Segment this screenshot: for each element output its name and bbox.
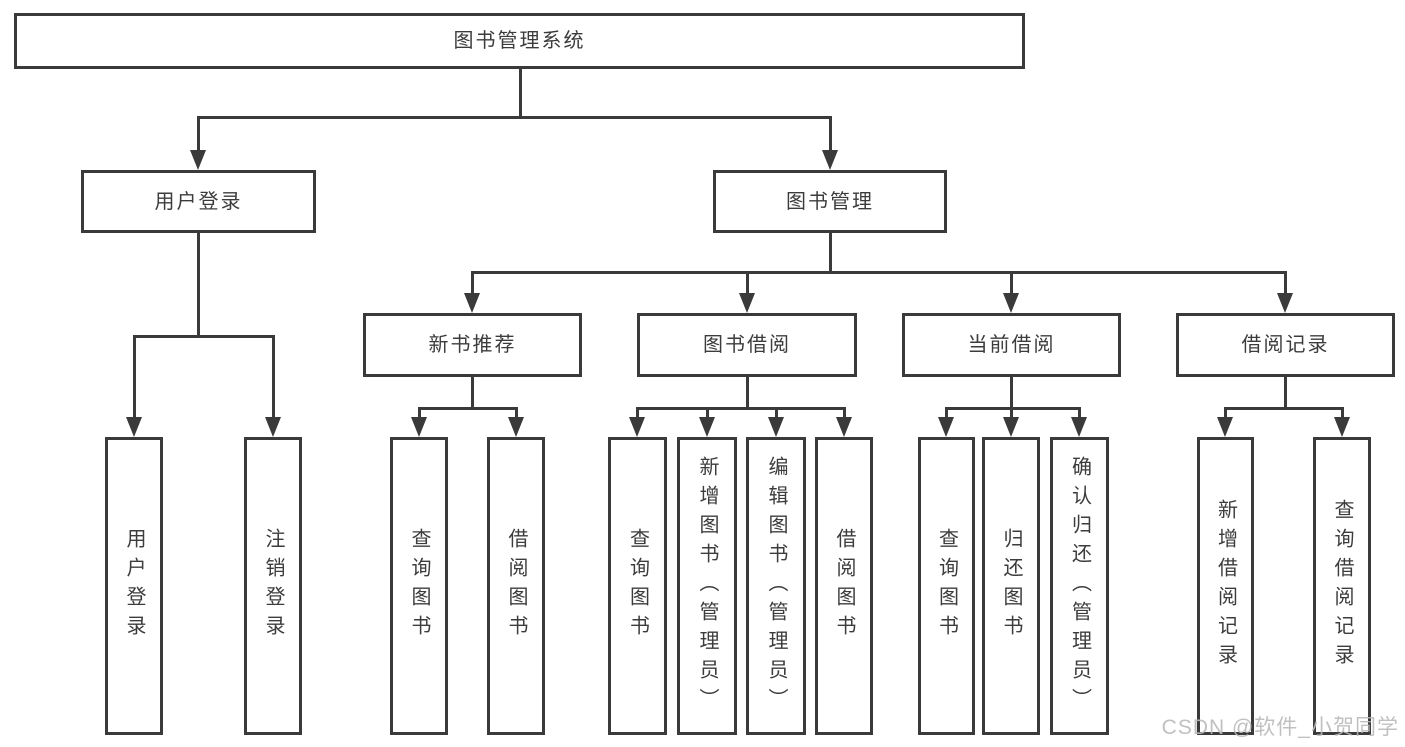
connector-bar-book-borrow xyxy=(635,406,846,410)
arrow-down-icon xyxy=(629,417,645,437)
connector-branch-current-borrow-0 xyxy=(944,408,948,422)
node-label-query-borrow-record: 查询借阅记录 xyxy=(1331,499,1353,673)
arrow-down-icon xyxy=(938,417,954,437)
connector-bar-current-borrow xyxy=(944,406,1081,410)
connector-branch-book-borrow-3 xyxy=(842,408,846,422)
connector-branch-login-group-1 xyxy=(271,336,275,422)
node-label-query-books-borrow: 查询图书 xyxy=(626,528,649,644)
node-label-book-mgmt: 图书管理 xyxy=(786,190,874,213)
connector-bar-new-book-rec xyxy=(417,406,518,410)
connector-branch-borrow-records-0 xyxy=(1223,408,1227,422)
node-label-book-borrow: 图书借阅 xyxy=(703,334,791,356)
connector-bar-borrow-records xyxy=(1223,406,1344,410)
node-add-borrow-record: 新增借阅记录 xyxy=(1197,437,1254,735)
connector-branch-system-0 xyxy=(196,117,200,155)
node-label-borrow-book-rec: 借阅图书 xyxy=(505,528,527,644)
node-confirm-return-admin: 确认归还（管理员） xyxy=(1050,437,1109,735)
connector-stem-book-mgmt xyxy=(828,230,832,274)
node-label-return-book: 归还图书 xyxy=(1000,528,1022,644)
node-label-add-book-admin: 新增图书（管理员） xyxy=(696,455,718,717)
connector-branch-new-book-rec-1 xyxy=(514,408,518,422)
node-borrow-book: 借阅图书 xyxy=(815,437,873,735)
arrow-down-icon xyxy=(1003,293,1019,313)
node-label-user-login: 用户登录 xyxy=(123,528,145,644)
connector-branch-borrow-records-1 xyxy=(1340,408,1344,422)
connector-bar-book-mgmt xyxy=(470,270,1287,274)
node-label-logout-login: 注销登录 xyxy=(262,528,284,644)
arrow-down-icon xyxy=(768,417,784,437)
node-label-edit-book-admin: 编辑图书（管理员） xyxy=(765,455,787,717)
arrow-down-icon xyxy=(1334,417,1350,437)
node-label-login-group: 用户登录 xyxy=(154,190,243,213)
node-user-login: 用户登录 xyxy=(105,437,163,735)
arrow-down-icon xyxy=(699,417,715,437)
node-label-confirm-return-admin: 确认归还（管理员） xyxy=(1068,455,1091,717)
connector-bar-login-group xyxy=(132,334,275,338)
connector-branch-system-1 xyxy=(828,117,832,155)
node-label-system: 图书管理系统 xyxy=(453,30,586,52)
connector-branch-book-borrow-2 xyxy=(774,408,778,422)
node-label-new-book-rec: 新书推荐 xyxy=(428,334,517,356)
node-borrow-records: 借阅记录 xyxy=(1176,313,1395,377)
node-logout-login: 注销登录 xyxy=(244,437,302,735)
node-query-books-borrow: 查询图书 xyxy=(608,437,667,735)
connector-branch-book-mgmt-0 xyxy=(470,272,474,298)
node-query-borrow-record: 查询借阅记录 xyxy=(1313,437,1371,735)
node-add-book-admin: 新增图书（管理员） xyxy=(677,437,737,735)
arrow-down-icon xyxy=(836,417,852,437)
node-login-group: 用户登录 xyxy=(81,170,316,233)
arrow-down-icon xyxy=(1003,417,1019,437)
connector-branch-book-mgmt-3 xyxy=(1283,272,1287,298)
node-book-borrow: 图书借阅 xyxy=(637,313,857,377)
node-query-books-current: 查询图书 xyxy=(918,437,975,735)
connector-branch-current-borrow-1 xyxy=(1009,408,1013,422)
node-current-borrow: 当前借阅 xyxy=(902,313,1121,377)
connector-stem-book-borrow xyxy=(745,374,749,410)
connector-stem-system xyxy=(518,66,522,119)
node-label-current-borrow: 当前借阅 xyxy=(967,334,1056,356)
arrow-down-icon xyxy=(1277,293,1293,313)
connector-branch-new-book-rec-0 xyxy=(417,408,421,422)
node-system: 图书管理系统 xyxy=(14,13,1025,69)
connector-bar-system xyxy=(196,115,832,119)
node-label-add-borrow-record: 新增借阅记录 xyxy=(1214,499,1237,673)
node-return-book: 归还图书 xyxy=(982,437,1040,735)
connector-stem-borrow-records xyxy=(1283,374,1287,410)
connector-branch-current-borrow-2 xyxy=(1077,408,1081,422)
node-book-mgmt: 图书管理 xyxy=(713,170,947,233)
connector-stem-current-borrow xyxy=(1009,374,1013,410)
arrow-down-icon xyxy=(464,293,480,313)
arrow-down-icon xyxy=(822,150,838,170)
arrow-down-icon xyxy=(1217,417,1233,437)
node-label-borrow-records: 借阅记录 xyxy=(1241,334,1330,356)
node-label-query-books-rec: 查询图书 xyxy=(408,528,430,644)
connector-branch-book-borrow-0 xyxy=(635,408,639,422)
node-label-query-books-current: 查询图书 xyxy=(935,528,958,644)
arrow-down-icon xyxy=(190,150,206,170)
arrow-down-icon xyxy=(508,417,524,437)
arrow-down-icon xyxy=(265,417,281,437)
node-edit-book-admin: 编辑图书（管理员） xyxy=(746,437,806,735)
arrow-down-icon xyxy=(1071,417,1087,437)
arrow-down-icon xyxy=(411,417,427,437)
node-new-book-rec: 新书推荐 xyxy=(363,313,582,377)
connector-stem-new-book-rec xyxy=(470,374,474,410)
connector-branch-book-mgmt-1 xyxy=(745,272,749,298)
arrow-down-icon xyxy=(739,293,755,313)
node-query-books-rec: 查询图书 xyxy=(390,437,448,735)
node-label-borrow-book: 借阅图书 xyxy=(833,528,855,644)
connector-branch-book-borrow-1 xyxy=(705,408,709,422)
connector-branch-login-group-0 xyxy=(132,336,136,422)
connector-stem-login-group xyxy=(196,230,200,338)
node-borrow-book-rec: 借阅图书 xyxy=(487,437,545,735)
connector-branch-book-mgmt-2 xyxy=(1009,272,1013,298)
arrow-down-icon xyxy=(126,417,142,437)
